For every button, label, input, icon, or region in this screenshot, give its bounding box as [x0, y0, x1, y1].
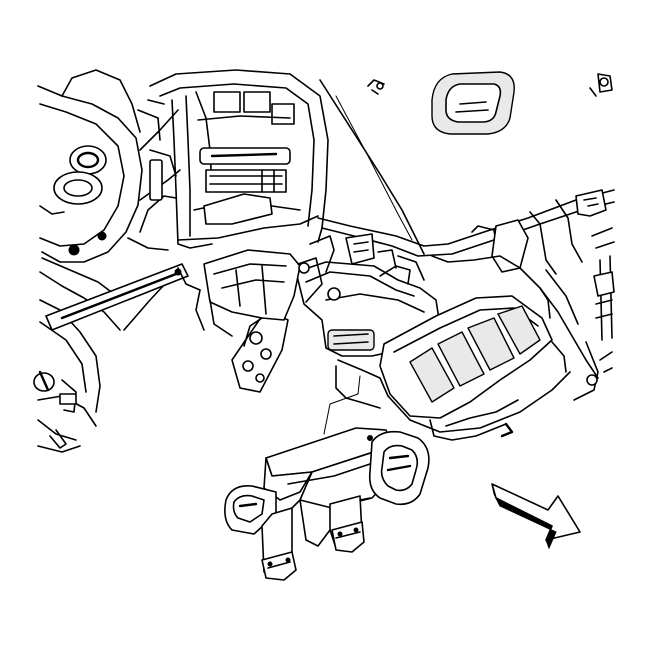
upper-panel — [319, 71, 613, 255]
hvac-air-distribution-ducts — [177, 189, 615, 441]
steering-column-area — [33, 69, 181, 453]
front-direction-arrow — [491, 483, 581, 550]
instrument-panel-center-stack — [137, 69, 329, 249]
bracket — [45, 263, 289, 393]
floor-air-outlet-duct — [224, 375, 430, 581]
